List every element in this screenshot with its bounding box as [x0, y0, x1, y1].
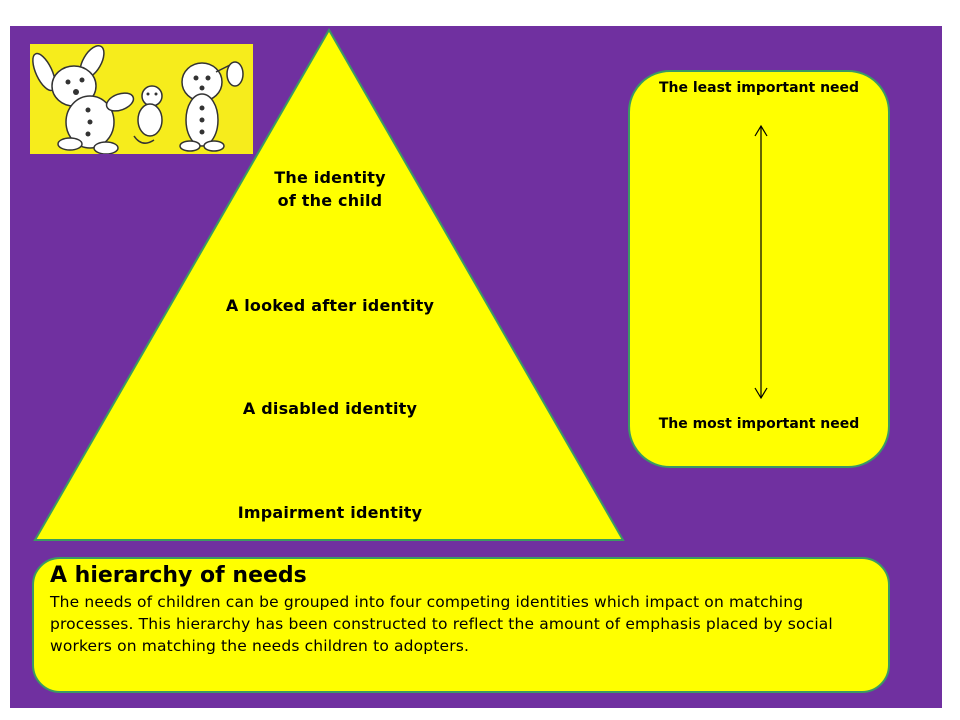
pyramid-level-disabled-identity: A disabled identity	[242, 399, 418, 418]
least-important-label: The least important need	[658, 80, 860, 96]
cartoon-characters-icon	[32, 45, 244, 155]
cartoon-characters-illustration	[30, 44, 253, 155]
most-important-label: The most important need	[658, 416, 860, 432]
pyramid-level-child-identity: The identity of the child	[274, 168, 386, 210]
caption-title: A hierarchy of needs	[50, 563, 307, 588]
importance-scale-panel: The least important need The most import…	[628, 70, 890, 468]
pyramid-level-looked-after-identity: A looked after identity	[225, 296, 435, 315]
caption-panel: A hierarchy of needs The needs of childr…	[32, 557, 890, 693]
double-arrow-icon	[754, 124, 768, 400]
caption-body: The needs of children can be grouped int…	[50, 593, 833, 655]
pyramid-level-impairment-identity: Impairment identity	[237, 503, 423, 522]
